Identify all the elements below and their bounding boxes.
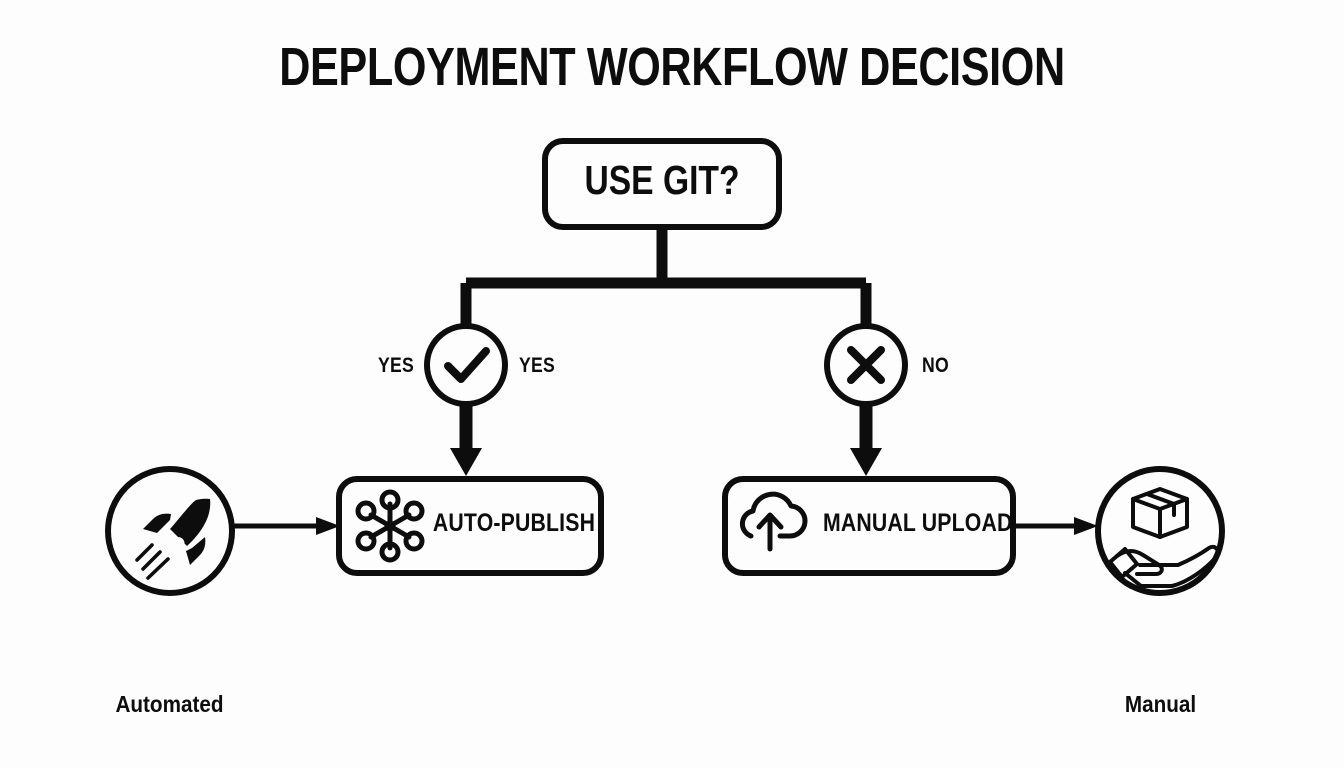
caption-manual-deployment: Manual Deployment xyxy=(1064,628,1258,768)
arrow-rocket-to-auto-publish xyxy=(233,517,340,535)
branch-label-yes-right: YES xyxy=(519,354,556,377)
check-mark-glyph xyxy=(444,347,490,383)
hand-package-icon xyxy=(1108,487,1220,588)
arrow-no-to-manual-upload xyxy=(850,404,882,476)
network-hub-icon xyxy=(355,489,425,563)
caption-line-1: Manual xyxy=(1124,691,1197,718)
branch-label-no: NO xyxy=(922,354,949,377)
arrow-manual-upload-to-package xyxy=(1014,517,1098,535)
auto-publish-label: AUTO-PUBLISH xyxy=(432,509,596,537)
arrow-yes-to-auto-publish xyxy=(450,404,482,476)
caption-line-1: Automated xyxy=(115,691,224,718)
manual-upload-label: MANUAL UPLOAD xyxy=(823,509,1013,537)
rocket-icon xyxy=(135,498,211,580)
page-title: DEPLOYMENT WORKFLOW DECISION xyxy=(279,37,1065,97)
check-circle-icon[interactable] xyxy=(424,323,508,407)
manual-upload-box[interactable] xyxy=(722,476,1016,576)
branch-label-yes-left: YES xyxy=(377,354,414,377)
caption-automated-deployment: Automated Deployment xyxy=(73,628,267,768)
x-mark-glyph xyxy=(847,346,885,384)
rocket-circle[interactable] xyxy=(105,466,235,596)
decision-box-label: USE GIT? xyxy=(584,157,740,203)
cloud-upload-icon xyxy=(739,491,808,552)
